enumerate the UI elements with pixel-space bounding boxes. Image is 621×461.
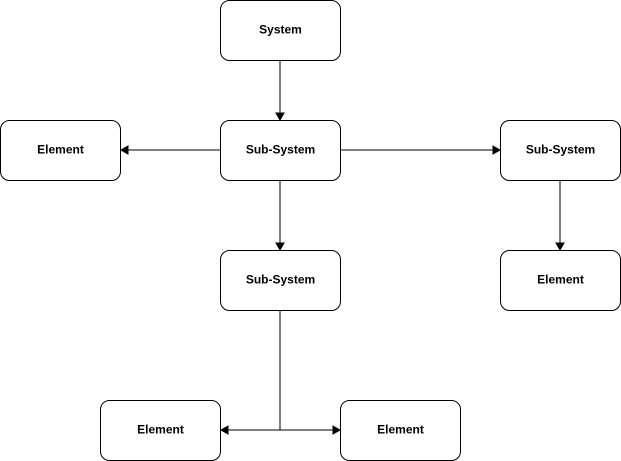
node-element-bottom-right[interactable]: Element: [340, 400, 461, 461]
node-subsystem-lower[interactable]: Sub-System: [220, 250, 341, 311]
node-subsystem-center[interactable]: Sub-System: [220, 120, 341, 181]
edge-subsystem-center-to-subsystem-lower: [275, 180, 285, 252]
edges: [119, 60, 565, 435]
node-element-bottom-left-label: Element: [137, 423, 184, 437]
node-element-bottom-right-label: Element: [377, 423, 424, 437]
edge-system-to-subsystem-center: [275, 60, 285, 122]
node-element-left[interactable]: Element: [0, 120, 121, 181]
edge-subsystem-center-to-subsystem-right: [340, 145, 502, 155]
node-system[interactable]: System: [220, 0, 341, 61]
node-subsystem-right-label: Sub-System: [526, 143, 595, 157]
node-subsystem-lower-label: Sub-System: [246, 273, 315, 287]
edge-subsystem-center-to-element-left: [119, 145, 220, 155]
node-element-bottom-left[interactable]: Element: [100, 400, 221, 461]
node-element-left-label: Element: [37, 143, 84, 157]
edge-subsystem-lower-to-bottom-elements: [219, 310, 342, 435]
node-system-label: System: [259, 23, 302, 37]
edge-subsystem-right-to-element-right: [555, 180, 565, 252]
node-element-right-label: Element: [537, 273, 584, 287]
node-subsystem-right[interactable]: Sub-System: [500, 120, 621, 181]
node-element-right[interactable]: Element: [500, 250, 621, 311]
node-subsystem-center-label: Sub-System: [246, 143, 315, 157]
